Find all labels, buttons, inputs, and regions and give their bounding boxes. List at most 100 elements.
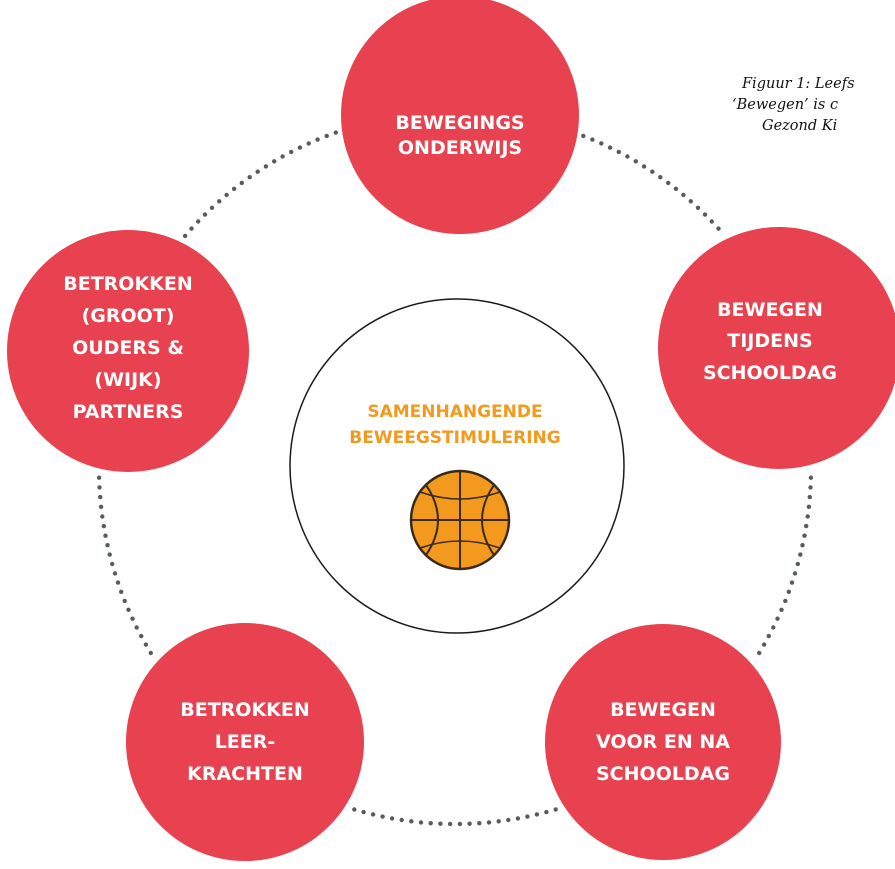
connector-dot xyxy=(224,192,229,198)
connector-dot xyxy=(352,807,357,812)
node-label-line: SCHOOLDAG xyxy=(596,763,730,785)
center-label-line-2: BEWEEGSTIMULERING xyxy=(349,428,560,448)
connector-dot xyxy=(101,523,107,529)
connector-dot xyxy=(650,169,655,174)
connector-dot xyxy=(247,175,252,180)
connector-dot xyxy=(673,186,679,191)
node-label-line: TIJDENS xyxy=(727,330,812,352)
caption-line-3: Gezond Ki xyxy=(762,118,838,134)
connector-dot xyxy=(315,137,320,142)
connector-dot xyxy=(103,533,108,538)
node-label-line: (GROOT) xyxy=(82,305,175,327)
connector-dot xyxy=(97,485,102,490)
connector-dot xyxy=(553,807,558,812)
node-betrokken-leerkrachten: BETROKKEN LEER- KRACHTEN xyxy=(126,623,364,861)
node-label-line: BEWEGEN xyxy=(610,699,716,721)
connector-dot xyxy=(808,475,814,480)
caption-line-2: ‘Bewegen’ is c xyxy=(732,97,839,113)
connector-dot xyxy=(804,523,809,529)
node-label-line: OUDERS & xyxy=(72,337,184,359)
connector-dot xyxy=(324,133,329,139)
connector-dot xyxy=(688,199,693,204)
connector-dot xyxy=(438,821,443,826)
connector-dot xyxy=(110,561,115,567)
connector-dot xyxy=(182,233,188,239)
connector-dot xyxy=(189,226,194,231)
connector-dot xyxy=(389,816,395,821)
connector-dot xyxy=(800,543,805,548)
connector-dot xyxy=(681,192,686,198)
connector-dot xyxy=(771,625,776,630)
connector-dot xyxy=(515,816,521,821)
connector-dot xyxy=(786,589,791,594)
connector-dot xyxy=(361,809,366,815)
node-label-line: BETROKKEN xyxy=(180,699,310,721)
connector-dot xyxy=(457,821,463,827)
connector-dot xyxy=(380,814,385,819)
connector-dot xyxy=(399,817,404,823)
node-label-line: (WIJK) xyxy=(94,369,161,391)
node-label-line: BEWEGEN xyxy=(717,299,823,321)
connector-dot xyxy=(98,504,104,509)
connector-dot xyxy=(506,817,511,823)
node-bewegen-tijdens-schooldag: BEWEGEN TIJDENS SCHOOLDAG xyxy=(658,227,895,469)
connector-dot xyxy=(196,219,201,224)
connector-dot xyxy=(289,149,294,155)
connector-dot xyxy=(534,812,540,817)
caption-line-1: Figuur 1: Leefs xyxy=(742,76,855,92)
connector-dot xyxy=(779,607,784,612)
connector-dot xyxy=(795,561,800,567)
connector-dot xyxy=(789,580,795,585)
connector-dot xyxy=(107,552,112,557)
connector-dot xyxy=(447,821,453,827)
connector-dot xyxy=(807,494,812,500)
connector-dot xyxy=(702,212,708,217)
connector-dot xyxy=(525,814,530,819)
connector-dot xyxy=(641,164,647,169)
node-label-line: PARTNERS xyxy=(73,401,184,423)
connector-dot xyxy=(280,154,285,159)
connector-dot xyxy=(590,137,595,142)
node-label-line: VOOR EN NA xyxy=(596,731,730,753)
connector-dot xyxy=(126,607,131,612)
connector-dot xyxy=(255,169,260,174)
connector-dot xyxy=(119,589,124,594)
center-node: SAMENHANGENDE BEWEEGSTIMULERING xyxy=(289,298,625,634)
connector-dot xyxy=(231,186,237,191)
connector-dot xyxy=(709,219,714,224)
connector-dot xyxy=(370,812,376,817)
connector-dot xyxy=(757,650,762,656)
figure-caption: Figuur 1: Leefs ‘Bewegen’ is c Gezond Ki xyxy=(732,74,895,137)
connector-dot xyxy=(802,533,807,538)
connector-dot xyxy=(766,633,771,639)
connector-dot xyxy=(607,145,613,150)
node-betrokken-ouders-partners: BETROKKEN (GROOT) OUDERS & (WIJK) PARTNE… xyxy=(7,230,249,472)
connector-dot xyxy=(808,485,813,490)
connector-dot xyxy=(798,552,803,557)
connector-dot xyxy=(625,154,630,159)
connector-dot xyxy=(297,145,303,150)
connector-dot xyxy=(418,820,424,825)
connector-dot xyxy=(716,226,721,231)
node-label-line: ONDERWIJS xyxy=(398,137,522,159)
connector-dot xyxy=(792,571,798,576)
connector-dot xyxy=(202,212,208,217)
connector-dot xyxy=(105,543,110,548)
connector-dot xyxy=(96,475,102,480)
basketball-icon xyxy=(409,469,511,571)
connector-dot xyxy=(599,141,604,146)
connector-dot xyxy=(112,571,118,576)
connector-dot xyxy=(544,809,549,815)
connector-dot xyxy=(98,494,103,500)
connector-dot xyxy=(263,164,269,169)
connector-dot xyxy=(486,820,492,825)
connector-dot xyxy=(616,149,621,155)
connector-dot xyxy=(143,642,149,647)
connector-dot xyxy=(333,130,338,135)
connector-dot xyxy=(428,821,433,826)
connector-dot xyxy=(805,514,810,519)
connector-dot xyxy=(633,159,638,164)
connector-dot xyxy=(695,205,701,210)
node-label-line: BEWEGINGS xyxy=(395,112,524,134)
